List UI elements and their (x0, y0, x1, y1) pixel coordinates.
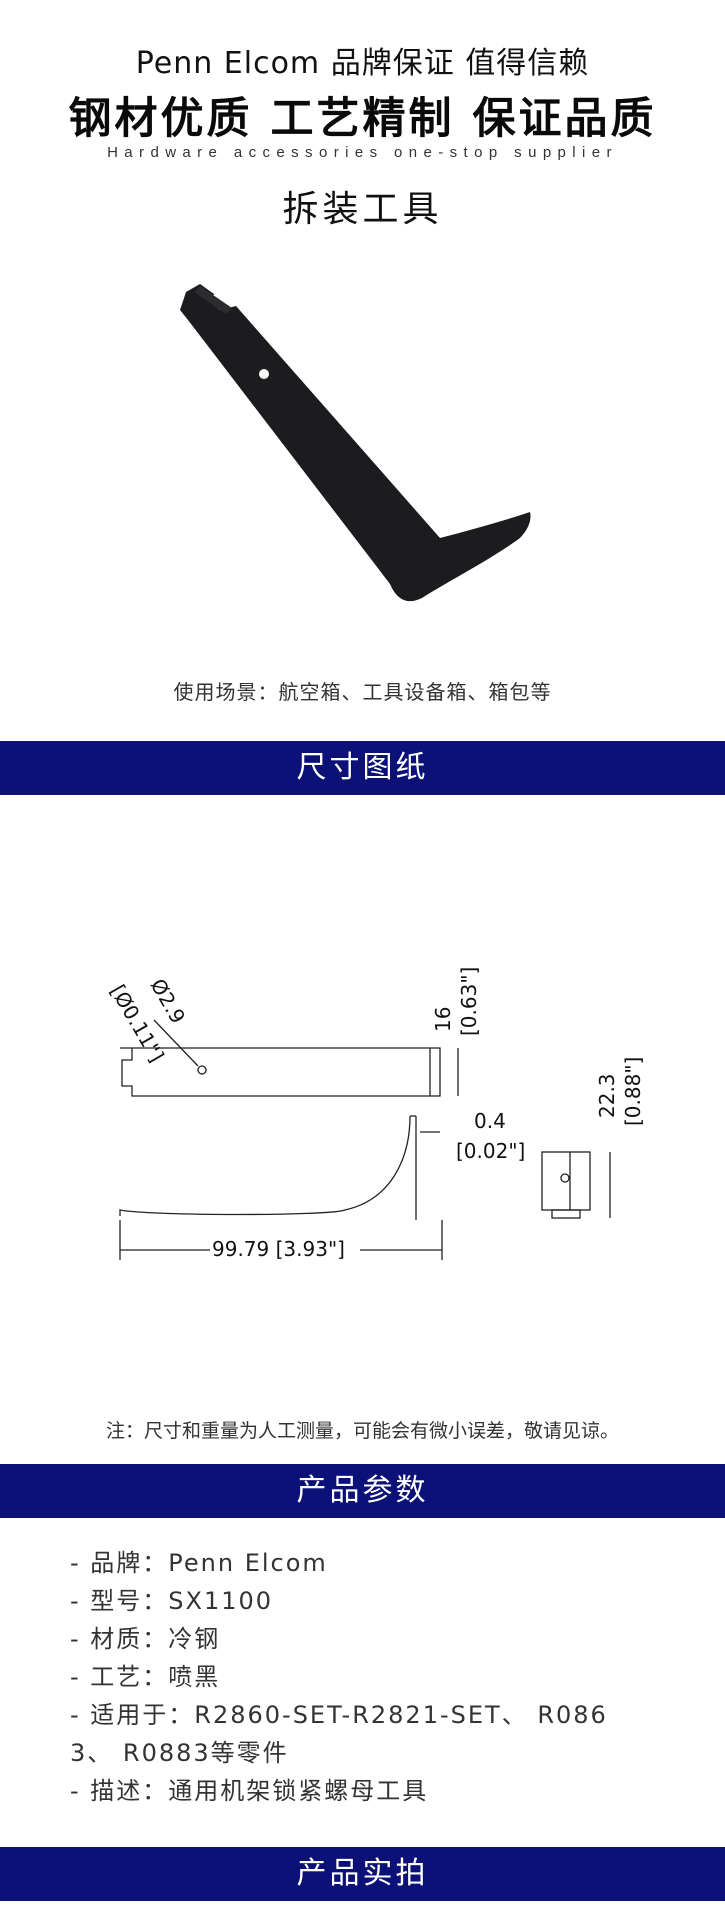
english-tagline: Hardware accessories one-stop supplier (107, 144, 618, 161)
product-title: 拆装工具 (282, 189, 443, 230)
section-banner-params: 产品参数 (0, 1464, 725, 1518)
param-model: - 型号：SX1100 (70, 1587, 274, 1615)
param-fits-cont: 3、 R0883等零件 (70, 1739, 289, 1767)
section-banner-photos: 产品实拍 (0, 1847, 725, 1901)
label-hole-dia: Ø2.9 (146, 975, 191, 1028)
slogan: 钢材优质 工艺精制 保证品质 (68, 94, 657, 144)
product-image (180, 284, 531, 602)
label-thickness-in: [0.02"] (456, 1139, 525, 1163)
measurement-note: 注：尺寸和重量为人工测量，可能会有微小误差，敬请见谅。 (105, 1420, 619, 1442)
section-banner-drawing: 尺寸图纸 (0, 741, 725, 795)
label-height-in: [0.63"] (457, 967, 481, 1036)
product-params: - 品牌：Penn Elcom - 型号：SX1100 - 材质：冷钢 - 工艺… (70, 1544, 660, 1810)
usage-scene: 使用场景：航空箱、工具设备箱、箱包等 (173, 680, 552, 704)
param-process: - 工艺：喷黑 (70, 1663, 221, 1691)
dimension-drawing: Ø2.9 [Ø0.11"] 16 [0.63"] 0.4 [0.02"] 99.… (106, 967, 645, 1261)
label-side-height: 22.3 (595, 1073, 619, 1118)
param-description: - 描述：通用机架锁紧螺母工具 (70, 1777, 429, 1805)
label-length: 99.79 [3.93"] (212, 1237, 345, 1261)
label-height: 16 (431, 1007, 455, 1032)
param-material: - 材质：冷钢 (70, 1625, 221, 1653)
label-side-height-in: [0.88"] (621, 1057, 645, 1126)
param-fits: - 适用于：R2860-SET-R2821-SET、 R086 (70, 1701, 608, 1729)
label-thickness: 0.4 (474, 1109, 506, 1133)
param-brand: - 品牌：Penn Elcom (70, 1549, 328, 1577)
brand-line: Penn Elcom 品牌保证 值得信赖 (135, 46, 590, 81)
